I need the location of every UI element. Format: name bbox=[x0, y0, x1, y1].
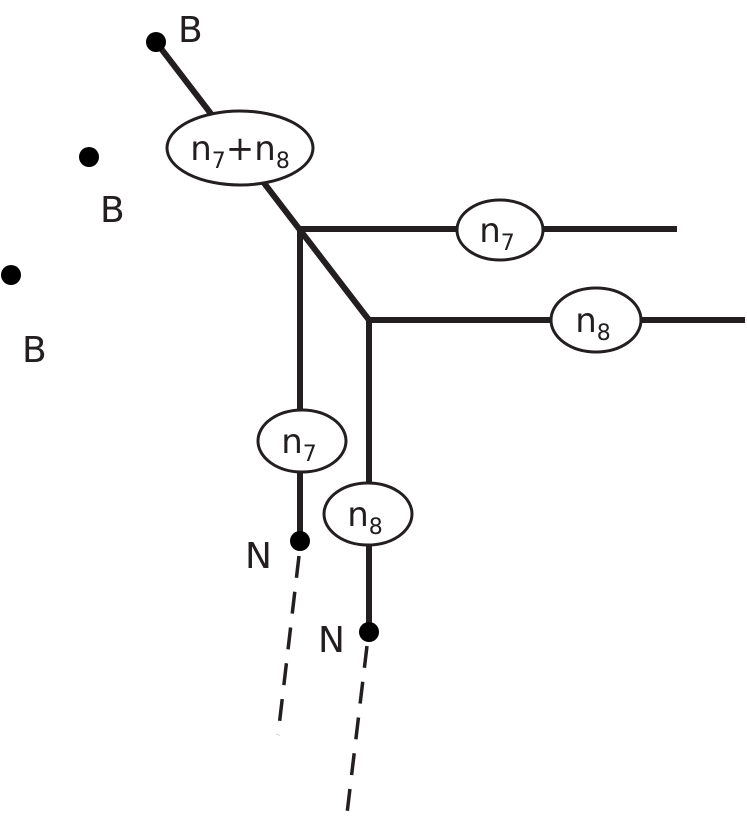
svg-text:n8: n8 bbox=[575, 301, 611, 346]
edge-junction-diagonal bbox=[297, 228, 372, 322]
svg-text:n7+n8: n7+n8 bbox=[190, 129, 290, 174]
oval-n7-vertical: n7 bbox=[256, 408, 348, 474]
oval-n7-horizontal: n7 bbox=[455, 198, 545, 262]
endpoint-dot-b-middle bbox=[79, 147, 99, 167]
svg-text:n7: n7 bbox=[281, 422, 317, 467]
endpoint-label-n-right: N bbox=[318, 620, 345, 661]
dashed-extension-left bbox=[276, 555, 301, 736]
oval-sum-n7-n8: n7+n8 bbox=[165, 109, 315, 187]
endpoint-dot-b-top bbox=[146, 32, 166, 52]
svg-text:n7: n7 bbox=[479, 211, 515, 256]
endpoint-label-n-left: N bbox=[245, 536, 272, 577]
oval-n8-horizontal: n8 bbox=[549, 286, 643, 354]
endpoint-dot-b-left bbox=[1, 265, 21, 285]
endpoint-label-b-top: B bbox=[178, 10, 203, 51]
dashed-extension-right bbox=[344, 645, 369, 822]
endpoint-dot-n-right bbox=[359, 622, 379, 642]
endpoint-dot-n-left bbox=[290, 531, 310, 551]
endpoint-label-b-middle: B bbox=[100, 190, 125, 231]
svg-text:n8: n8 bbox=[347, 495, 383, 540]
endpoint-label-b-left: B bbox=[22, 330, 47, 371]
oval-n8-vertical: n8 bbox=[322, 481, 414, 547]
